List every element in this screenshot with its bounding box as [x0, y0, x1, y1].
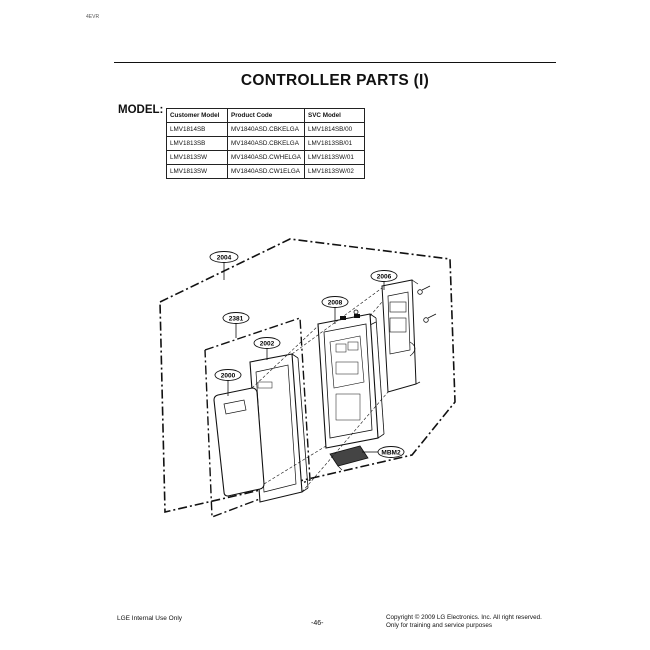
- callout-2006: 2006: [370, 270, 398, 290]
- usage-line: Only for training and service purposes: [386, 622, 493, 629]
- model-table-header: Customer Model: [166, 108, 228, 123]
- page-title: CONTROLLER PARTS (I): [240, 72, 430, 89]
- copyright-line: Copyright © 2009 LG Electronics. Inc. Al…: [386, 614, 542, 621]
- callout-mbm2-label: MBM2: [381, 449, 401, 456]
- footer-copyright: Copyright © 2009 LG Electronics. Inc. Al…: [386, 614, 542, 630]
- table-cell: LMV1813SB: [166, 136, 228, 151]
- callout-mbm2: MBM2: [362, 446, 405, 458]
- model-table: Customer Model Product Code SVC Model LM…: [166, 108, 365, 179]
- part-2000-cover: [213, 387, 265, 497]
- footer-internal-use: LGE Internal Use Only: [117, 615, 183, 622]
- model-table-header-row: Customer Model Product Code SVC Model: [166, 108, 365, 123]
- model-table-header: SVC Model: [304, 108, 365, 123]
- model-table-header: Product Code: [227, 108, 305, 123]
- callout-2006-label: 2006: [377, 273, 392, 280]
- assembly-guide-lines: [251, 287, 389, 493]
- table-cell: MV1840ASD.CW1ELGA: [227, 164, 305, 179]
- callout-2000-label: 2000: [221, 372, 236, 379]
- table-cell: LMV1814SB/00: [304, 122, 365, 137]
- table-cell: MV1840ASD.CBKELGA: [227, 122, 305, 137]
- assembly-boundary-2381: [204, 317, 311, 518]
- callout-2000: 2000: [214, 369, 242, 396]
- model-label: MODEL:: [118, 104, 164, 116]
- callout-2008: 2008: [321, 296, 349, 324]
- callout-2002: 2002: [253, 337, 281, 360]
- callout-2381: 2381: [222, 312, 250, 338]
- part-2006-bracket: [353, 279, 437, 393]
- table-cell: LMV1813SW/02: [304, 164, 365, 179]
- table-row: LMV1813SW MV1840ASD.CW1ELGA LMV1813SW/02: [166, 164, 365, 179]
- header-rule: [114, 62, 556, 63]
- assembly-boundary-2004: [159, 238, 456, 514]
- part-2008-frame: [317, 313, 385, 449]
- table-cell: MV1840ASD.CBKELGA: [227, 136, 305, 151]
- table-cell: LMV1813SB/01: [304, 136, 365, 151]
- table-cell: LMV1813SW: [166, 150, 228, 165]
- page-number: -46-: [311, 620, 324, 627]
- table-row: LMV1814SB MV1840ASD.CBKELGA LMV1814SB/00: [166, 122, 365, 137]
- exploded-parts-diagram: 2004 2006 2008 2381 2002 2000 MBM2: [159, 238, 456, 518]
- callout-2008-label: 2008: [328, 299, 343, 306]
- part-mbm2-connector: [329, 445, 369, 471]
- callout-2004: 2004: [209, 251, 239, 280]
- table-row: LMV1813SW MV1840ASD.CWHELGA LMV1813SW/01: [166, 150, 365, 165]
- callout-2381-label: 2381: [229, 315, 244, 322]
- table-row: LMV1813SB MV1840ASD.CBKELGA LMV1813SB/01: [166, 136, 365, 151]
- table-cell: LMV1813SW/01: [304, 150, 365, 165]
- callout-2004-label: 2004: [217, 254, 232, 261]
- table-cell: LMV1814SB: [166, 122, 228, 137]
- table-cell: MV1840ASD.CWHELGA: [227, 150, 305, 165]
- table-cell: LMV1813SW: [166, 164, 228, 179]
- callout-2002-label: 2002: [260, 340, 275, 347]
- corner-code: 4EVR: [86, 14, 100, 20]
